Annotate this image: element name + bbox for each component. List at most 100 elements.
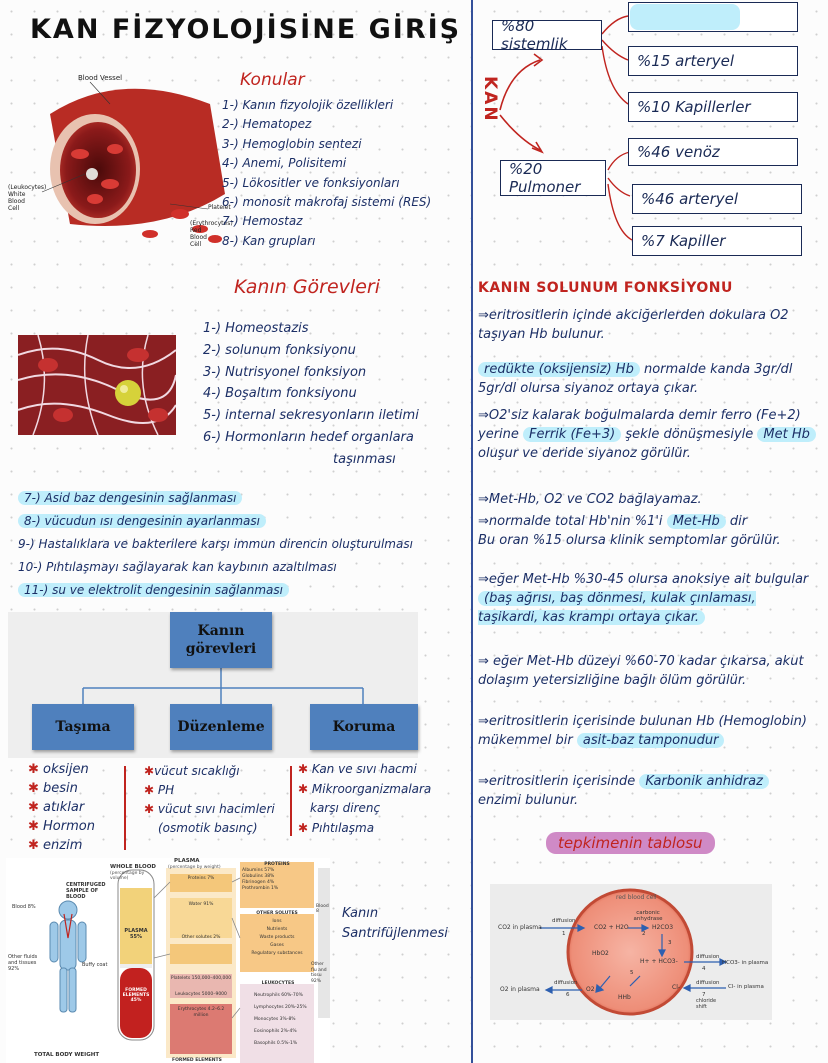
list-item: 1-) Kanın fizyolojik özellikleri — [222, 98, 394, 112]
list-item: ✱ Kan ve sıvı hacmi — [298, 762, 417, 776]
list-item: 4-) Anemi, Polisitemi — [222, 156, 347, 171]
other-solutes-box: OTHER SOLUTES Ions Nutrients Waste produ… — [251, 911, 303, 956]
duzenleme-list: ✱vücut sıcaklığı ✱ PH ✱ vücut sıvı hacim… — [144, 762, 275, 838]
box-pul-arteryel: %46 arteryel — [632, 184, 802, 214]
box-kapillerler: %10 Kapillerler — [628, 92, 798, 122]
plasma-items: Proteins 7% Water 91% Other solutes 2% — [181, 876, 221, 940]
list-item: ✱ atıklar — [28, 800, 85, 815]
diagram-connectors — [82, 668, 364, 704]
solunum-p4: ⇒Met-Hb, O2 ve CO2 bağlayamaz. — [478, 492, 702, 507]
solunum-p9: ⇒eritrositlerin içerisinde Karbonik anhi… — [478, 772, 818, 810]
rbc-diagram: red blood cell CO2 in plasma diffusion 1… — [490, 884, 772, 1020]
solunum-p8: ⇒eritrositlerin içerisinde bulunan Hb (H… — [478, 714, 807, 748]
label-blood8-right: Blood 8 — [316, 904, 329, 914]
rbc-co2-plasma: CO2 in plasma — [498, 924, 542, 931]
list-item: 10-) Pıhtılaşmayı sağlayarak kan kaybını… — [18, 560, 337, 574]
list-item: 8-) vücudun ısı dengesinin ayarlanması — [18, 514, 266, 528]
gorevler-list-2: 7-) Asid baz dengesinin sağlanması 8-) v… — [18, 487, 413, 602]
solunum-p5: ⇒normalde total Hb'nin %1'i Met-Hb dir B… — [478, 514, 781, 548]
tasima-list: ✱ oksijen ✱ besin ✱ atıklar ✱ Hormon ✱ e… — [28, 760, 95, 855]
list-item: ✱ vücut sıvı hacimleri — [144, 802, 275, 816]
list-item: 6-) monosit makrofaj sistemi (RES) — [222, 195, 432, 210]
label-buffy: Buffy coat — [82, 962, 108, 968]
box-pul-venoz: %46 venöz — [628, 138, 798, 166]
list-item: 5-) Lökositler ve fonksiyonları — [222, 175, 400, 190]
list-item: ✱ enzim — [28, 838, 83, 853]
rbc-cl: Cl- — [672, 984, 681, 991]
box-sistemik: %80 sistemlik — [492, 17, 602, 53]
rbc-hbo2: HbO2 — [592, 950, 609, 957]
list-item: 2-) Hematopez — [222, 117, 312, 132]
list-item: ✱ oksijen — [28, 762, 89, 777]
list-item: 3-) Nutrisyonel fonksiyon — [203, 364, 367, 380]
santrifuj-note: Kanın Santrifüjlenmesi — [342, 906, 448, 941]
label-whole-blood-sub: (percentage by volume) — [110, 871, 145, 881]
rbc-diffusion-6: diffusion — [554, 980, 578, 986]
list-item: taşınması — [333, 451, 396, 467]
diagram-root: Kanın görevleri — [170, 612, 272, 668]
rbc-diffusion-7: diffusion — [696, 980, 720, 986]
proteins-box: PROTEINS Albumins 57% Globulins 38% Fibr… — [242, 862, 290, 891]
list-item: ✱ PH — [144, 783, 175, 797]
list-item: 5-) internal sekresyonların iletimi — [203, 408, 419, 424]
rbc-step-3: 3 — [668, 940, 672, 946]
label-total-body: TOTAL BODY WEIGHT — [34, 1052, 100, 1058]
label-wbc: (Leukocytes) White Blood Cell — [8, 184, 47, 212]
list-item: 11-) su ve elektrolit dengesinin sağlanm… — [18, 583, 289, 597]
list-item: (osmotik basınç) — [158, 821, 258, 835]
blood-micrograph — [18, 335, 176, 435]
list-item: 1-) Homeostazis — [203, 321, 309, 336]
label-platelet: Platelet — [208, 204, 231, 211]
page-title: KAN FİZYOLOJİSİNE GİRİŞ — [30, 14, 462, 45]
rbc-diffusion-1: diffusion — [552, 918, 576, 924]
konular-heading: Konular — [240, 70, 305, 90]
centrifuge-graphics — [49, 862, 330, 1063]
solunum-p7: ⇒ eğer Met-Hb düzeyi %60-70 kadar çıkars… — [478, 654, 804, 688]
konular-list: 1-) Kanın fizyolojik özellikleri 2-) Hem… — [222, 96, 431, 251]
blood-vessel-illustration — [10, 74, 230, 249]
centrifuge-infographic: WHOLE BLOOD (percentage by volume) CENTR… — [6, 858, 330, 1063]
solunum-heading: KANIN SOLUNUM FONKSİYONU — [478, 280, 733, 296]
list-item: ✱ Pıhtılaşma — [298, 820, 375, 835]
rbc-step-2: 2 — [642, 931, 646, 937]
solunum-p3: ⇒O2'siz kalarak boğulmalarda demir ferro… — [478, 406, 818, 463]
rbc-step-6: 6 — [566, 992, 570, 998]
tepkime-label: tepkimenin tablosu — [546, 832, 715, 854]
column-divider — [124, 766, 126, 850]
rbc-h2co3: H2CO3 — [652, 924, 674, 931]
rbc-hco3-plasma: HCO3- in plasma — [722, 960, 769, 966]
list-item: ✱ Mikroorganizmalara — [298, 781, 432, 796]
rbc-hco3-eq: H+ + HCO3- — [640, 958, 678, 965]
rbc-diffusion-4: diffusion — [696, 954, 720, 960]
list-item: 6-) Hormonların hedef organlara — [203, 429, 414, 445]
label-other-fluids: Other fluids and tissues 92% — [8, 954, 38, 972]
list-item: 8-) Kan grupları — [222, 233, 316, 248]
gorevler-list: 1-) Homeostazis 2-) solunum fonksiyonu 3… — [203, 318, 419, 471]
list-item: 9-) Hastalıklara ve bakterilere karşı im… — [18, 537, 413, 551]
label-rbc: (Erythrocytes) Red Blood Cell — [190, 220, 233, 248]
list-item: 4-) Boşaltım fonksiyonu — [203, 386, 357, 402]
box-pul-kapiller: %7 Kapiller — [632, 226, 802, 256]
label-formed-tube: FORMED ELEMENTS 45% — [122, 988, 150, 1003]
solunum-p6: ⇒eğer Met-Hb %30-45 olursa anoksiye ait … — [478, 572, 809, 625]
hl-venoz — [630, 4, 740, 30]
label-plasma-col: PLASMA — [174, 858, 200, 864]
kan-flow-arrows — [499, 15, 633, 241]
box-arteryel: %15 arteryel — [628, 46, 798, 76]
rbc-step-5: 5 — [630, 970, 634, 976]
diagram-tasima: Taşıma — [32, 704, 134, 750]
label-plasma-sub: (percentage by weight) — [168, 865, 221, 870]
list-item: 7-) Asid baz dengesinin sağlanması — [18, 491, 243, 505]
label-blood-vessel: Blood Vessel — [78, 74, 123, 82]
solunum-p2: redükte (oksijensiz) Hb normalde kanda 3… — [478, 362, 793, 396]
rbc-co2-h2o: CO2 + H2O — [594, 924, 629, 931]
rbc-cl-plasma: Cl- in plasma — [728, 984, 764, 990]
label-centrifuged: CENTRIFUGED SAMPLE OF BLOOD — [66, 882, 106, 900]
list-item: ✱ Hormon — [28, 819, 95, 834]
rbc-step-4: 4 — [702, 966, 706, 972]
rbc-chloride-shift: chloride shift — [696, 998, 717, 1010]
box-pulmoner: %20 Pulmoner — [500, 160, 606, 196]
rbc-title: red blood cell — [616, 894, 657, 901]
label-whole-blood: WHOLE BLOOD — [110, 864, 156, 870]
rbc-step-1: 1 — [562, 931, 566, 937]
